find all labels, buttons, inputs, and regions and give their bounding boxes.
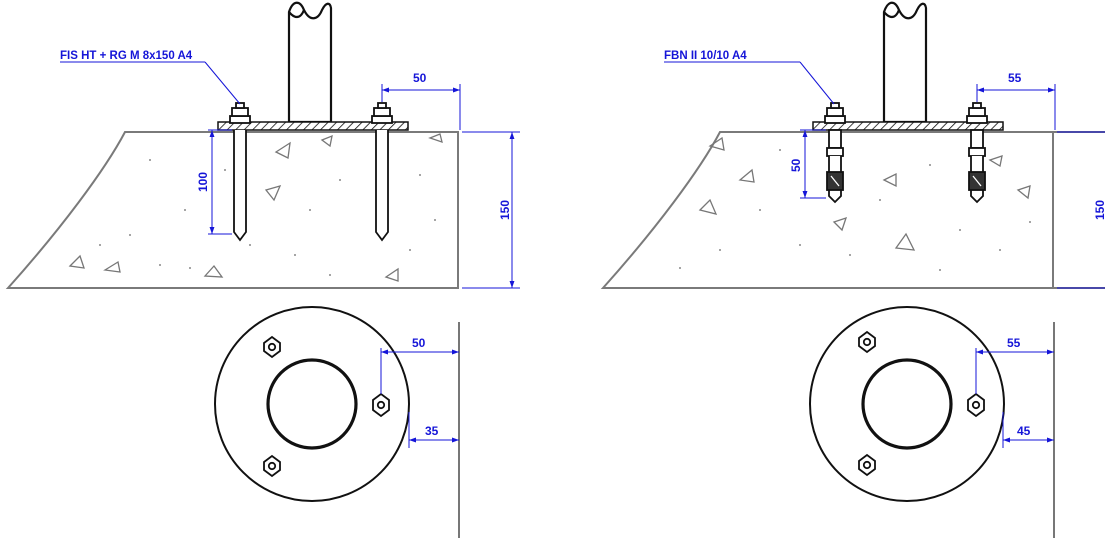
right-anchor-1	[824, 102, 846, 204]
left-anchor-1	[229, 102, 251, 242]
left-plan-nut-1	[263, 335, 281, 359]
right-anchor-2	[966, 102, 988, 204]
right-plan-min-dim	[1002, 412, 1054, 448]
left-plan-edge-dim	[380, 348, 459, 394]
right-plan-edge-dim	[975, 348, 1054, 394]
left-anchor-label: FIS HT + RG M 8x150 A4	[60, 50, 193, 62]
right-embedment-dim-value: 50	[789, 158, 803, 172]
left-embedment-dim	[208, 129, 232, 235]
left-post	[287, 1, 333, 124]
left-plan-view: 50 35	[214, 306, 460, 538]
left-plan-nut-2	[372, 392, 390, 418]
left-aggregate-hatch	[68, 133, 443, 282]
right-anchor-label: FBN II 10/10 A4	[664, 50, 747, 62]
left-base-plate	[217, 121, 409, 131]
right-aggregate-hatch	[698, 136, 1031, 251]
right-plan-edge-dim-value: 55	[1007, 336, 1021, 350]
left-detail: FIS HT + RG M 8x150 A4 50 100 150	[5, 1, 520, 538]
left-plan-min-dim	[408, 412, 459, 448]
left-edge-dim-section-value: 50	[413, 71, 427, 85]
left-edge-dim-section	[381, 84, 461, 130]
right-concrete-section	[600, 131, 1105, 289]
right-embedment-dim	[800, 129, 826, 199]
right-edge-dim-section	[976, 84, 1056, 130]
left-thickness-dim-value: 150	[498, 200, 512, 220]
left-aggregate-dots	[99, 159, 436, 276]
right-plan-nut-1	[858, 330, 876, 354]
right-plan-min-dim-value: 45	[1017, 424, 1031, 438]
right-post	[882, 1, 928, 124]
left-embedment-dim-value: 100	[196, 172, 210, 192]
left-thickness-dim	[462, 131, 520, 289]
left-anchor-callout: FIS HT + RG M 8x150 A4	[60, 50, 241, 105]
left-plan-min-dim-value: 35	[425, 424, 439, 438]
right-detail: FBN II 10/10 A4 55 50 150	[600, 1, 1105, 538]
right-base-plate	[812, 121, 1004, 131]
left-concrete-section	[5, 131, 459, 289]
left-plan-nut-3	[263, 454, 281, 478]
right-thickness-dim-value: 150	[1093, 200, 1105, 220]
left-anchor-2	[371, 102, 393, 242]
right-edge-dim-section-value: 55	[1008, 71, 1022, 85]
right-plan-nut-3	[858, 453, 876, 477]
left-plan-edge-dim-value: 50	[412, 336, 426, 350]
right-plan-nut-2	[967, 392, 985, 418]
right-anchor-callout: FBN II 10/10 A4	[664, 50, 835, 105]
right-aggregate-dots	[679, 149, 1031, 271]
right-thickness-dim	[1057, 131, 1105, 289]
right-plan-view: 55 45	[809, 306, 1055, 538]
